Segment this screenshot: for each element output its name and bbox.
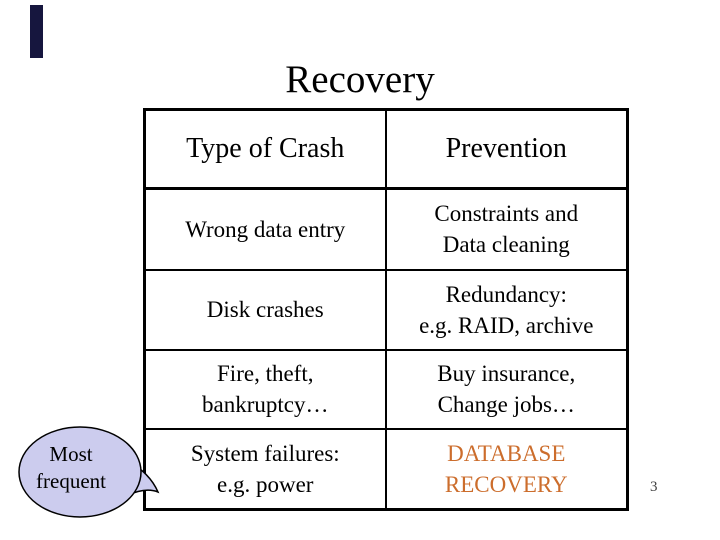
- cell-line: e.g. power: [217, 471, 314, 497]
- column-header-prevention: Prevention: [384, 108, 629, 190]
- prevention-cell-database-recovery: DATABASE RECOVERY: [384, 427, 629, 511]
- table-header-row: Type of Crash Prevention: [143, 108, 629, 190]
- cell-line: DATABASE: [447, 440, 566, 466]
- crash-type-cell: Fire, theft, bankruptcy…: [143, 348, 387, 430]
- cell-line: Change jobs…: [437, 392, 575, 417]
- page-title: Recovery: [285, 58, 435, 101]
- callout-ellipse: [18, 426, 142, 518]
- cell-line: e.g. RAID, archive: [419, 312, 594, 338]
- cell-line: Buy insurance,: [437, 361, 576, 386]
- crash-type-cell: System failures: e.g. power: [143, 427, 387, 511]
- callout-text: Most frequent: [19, 441, 123, 495]
- cell-line: Redundancy:: [445, 281, 567, 307]
- callout-bubble: [18, 426, 160, 518]
- callout-line: frequent: [36, 469, 106, 493]
- corner-decoration-bar: [30, 5, 43, 58]
- crash-type-cell: Wrong data entry: [143, 187, 387, 271]
- cell-line: RECOVERY: [444, 471, 568, 497]
- callout-line: Most: [49, 442, 93, 466]
- cell-line: Disk crashes: [206, 297, 324, 322]
- table-row: Wrong data entry Constraints and Data cl…: [143, 187, 629, 271]
- cell-line: Constraints and: [434, 201, 579, 227]
- cell-line: Data cleaning: [442, 232, 570, 258]
- table-row: System failures: e.g. power DATABASE REC…: [143, 427, 629, 511]
- column-header-type-of-crash: Type of Crash: [143, 108, 387, 190]
- table-row: Fire, theft, bankruptcy… Buy insurance, …: [143, 348, 629, 430]
- crash-type-cell: Disk crashes: [143, 268, 387, 351]
- cell-line: bankruptcy…: [202, 392, 329, 417]
- crash-table: Type of Crash Prevention Wrong data entr…: [143, 108, 629, 511]
- prevention-cell: Buy insurance, Change jobs…: [384, 348, 629, 430]
- cell-line: System failures:: [190, 440, 340, 466]
- cell-line: Fire, theft,: [217, 361, 314, 386]
- prevention-cell: Redundancy: e.g. RAID, archive: [384, 268, 629, 351]
- prevention-cell: Constraints and Data cleaning: [384, 187, 629, 271]
- cell-line: Wrong data entry: [185, 216, 346, 242]
- table-row: Disk crashes Redundancy: e.g. RAID, arch…: [143, 268, 629, 351]
- page-number: 3: [650, 479, 658, 495]
